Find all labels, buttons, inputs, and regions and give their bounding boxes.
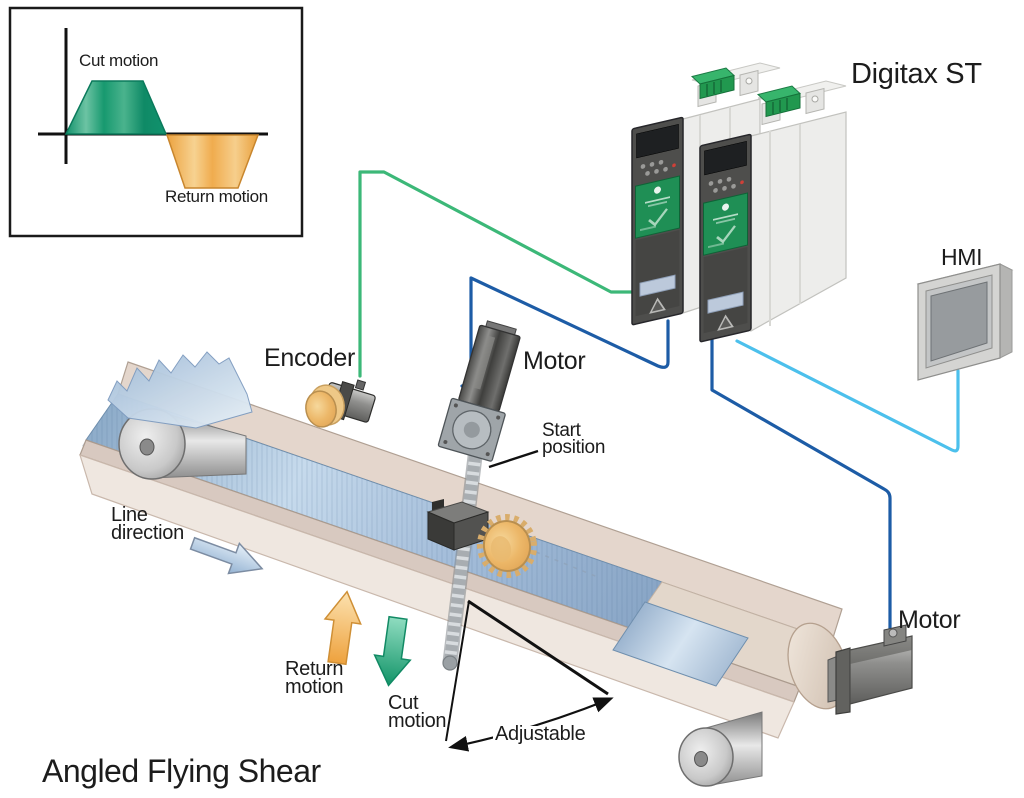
hmi-cable — [735, 339, 960, 453]
conveyor-motor-device — [827, 624, 913, 715]
cut-motion-arrow — [373, 615, 412, 687]
start-position-callout-line — [488, 449, 539, 469]
cut-path-dashes — [535, 551, 601, 579]
digitax-label: Digitax ST — [851, 58, 982, 90]
cut-motion-label: Cut motion — [388, 692, 447, 733]
drive2-terminal-front — [765, 92, 801, 118]
saw-blade-teeth — [476, 514, 538, 578]
line-direction-arrow — [189, 536, 264, 575]
cut-motion-trapezoid — [64, 80, 168, 135]
hmi-panel — [916, 263, 1014, 381]
conveyor — [79, 351, 849, 787]
inset-return-motion-label: Return motion — [165, 187, 268, 206]
hmi-label: HMI — [941, 244, 983, 270]
shear-datum-line — [467, 599, 609, 696]
drive1-front — [630, 115, 685, 327]
screw-end-cap — [442, 655, 458, 671]
conveyor-motor-cable — [710, 336, 892, 639]
end-roller-hub — [694, 751, 708, 767]
motion-profile-inset — [8, 6, 304, 238]
material-sheet — [107, 351, 253, 429]
motor-top-label: Motor — [523, 347, 586, 375]
arrows — [189, 536, 412, 687]
encoder-device — [305, 379, 376, 428]
hmi-screen[interactable] — [930, 281, 988, 362]
saw-blade-hub — [490, 536, 512, 562]
hmi-side — [999, 263, 1013, 359]
encoder-wheel — [305, 390, 337, 428]
drive2-front — [698, 132, 753, 344]
shear-motor-highlight — [472, 335, 496, 390]
encoder-cable-stub — [354, 379, 367, 391]
motor-right-label: Motor — [898, 606, 961, 634]
digitax-drives — [630, 62, 847, 344]
return-motion-arrow — [323, 590, 362, 666]
return-motion-label: Return motion — [285, 658, 344, 699]
inset-cut-motion-label: Cut motion — [79, 51, 159, 70]
cut-sheet-panel — [612, 601, 749, 687]
shear-motor-device — [437, 320, 521, 462]
start-position-label: Start position — [542, 420, 606, 459]
line-direction-label: Line direction — [111, 504, 184, 545]
return-motion-trapezoid — [165, 134, 260, 189]
conveyor-skirt — [79, 454, 795, 739]
infeed-roller-hub — [139, 438, 155, 456]
encoder-label: Encoder — [264, 344, 356, 372]
drive2-heatsink — [750, 111, 847, 333]
conveyor-motor-connector — [888, 628, 898, 638]
drive1-terminal-front — [699, 74, 735, 100]
page-title: Angled Flying Shear — [42, 753, 321, 789]
shear-screw-assembly — [426, 424, 538, 671]
shear-motor-shaft — [463, 421, 480, 438]
conveyor-motor-flange — [835, 647, 851, 715]
encoder-cable — [358, 170, 640, 378]
adjustable-label: Adjustable — [493, 723, 588, 745]
